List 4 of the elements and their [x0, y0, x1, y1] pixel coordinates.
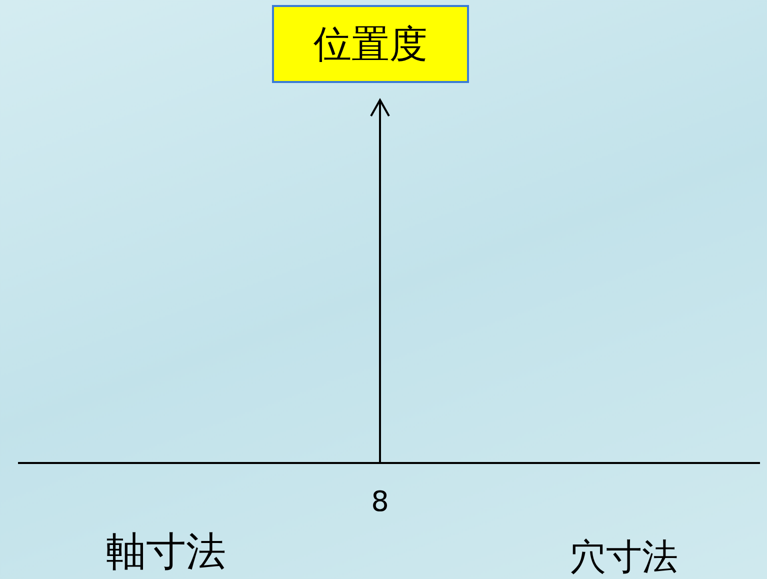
origin-value: 8: [371, 488, 389, 516]
axis-label: 軸寸法: [106, 532, 226, 572]
title-box: 位置度: [272, 5, 469, 83]
axis-label: 穴寸法: [570, 540, 678, 576]
